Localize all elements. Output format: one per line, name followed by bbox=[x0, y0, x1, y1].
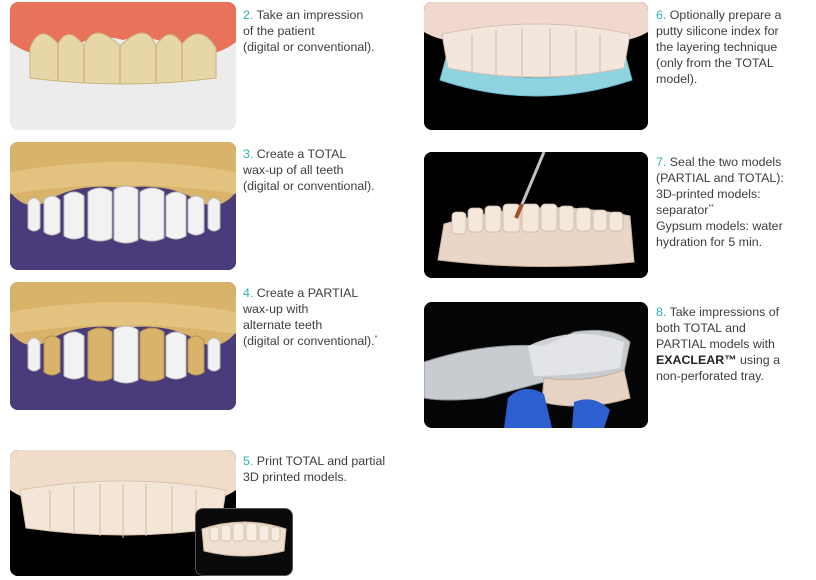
caption-step-6: 6. Optionally prepare a putty silicone i… bbox=[656, 8, 782, 86]
caption-step-2: 2. Take an impression of the patient (di… bbox=[243, 8, 375, 54]
image-step-4-partial-waxup bbox=[10, 282, 236, 410]
step-number: 5. bbox=[243, 454, 254, 468]
step-number: 4. bbox=[243, 286, 254, 300]
caption-step-8: 8. Take impressions of both TOTAL and PA… bbox=[656, 305, 780, 383]
image-step-8-impression-tray bbox=[424, 302, 648, 428]
footnote-mark: * bbox=[374, 334, 378, 342]
caption-step-3: 3. Create a TOTAL wax-up of all teeth (d… bbox=[243, 147, 375, 193]
caption-step-4: 4. Create a PARTIAL wax-up with alternat… bbox=[243, 286, 378, 348]
brand-name: EXACLEAR™ bbox=[656, 353, 737, 367]
step-number: 7. bbox=[656, 155, 667, 169]
caption-step-7: 7. Seal the two models (PARTIAL and TOTA… bbox=[656, 155, 784, 249]
image-step-2-impression bbox=[10, 2, 236, 130]
image-step-3-total-waxup bbox=[10, 142, 236, 270]
image-step-5-inset-model bbox=[195, 508, 293, 576]
image-step-7-seal-models bbox=[424, 152, 648, 278]
step-number: 3. bbox=[243, 147, 254, 161]
step-number: 6. bbox=[656, 8, 667, 22]
image-step-6-putty-index bbox=[424, 2, 648, 130]
caption-step-5: 5. Print TOTAL and partial 3D printed mo… bbox=[243, 454, 386, 484]
step-number: 8. bbox=[656, 305, 667, 319]
step-number: 2. bbox=[243, 8, 254, 22]
footnote-mark: ** bbox=[708, 203, 714, 211]
